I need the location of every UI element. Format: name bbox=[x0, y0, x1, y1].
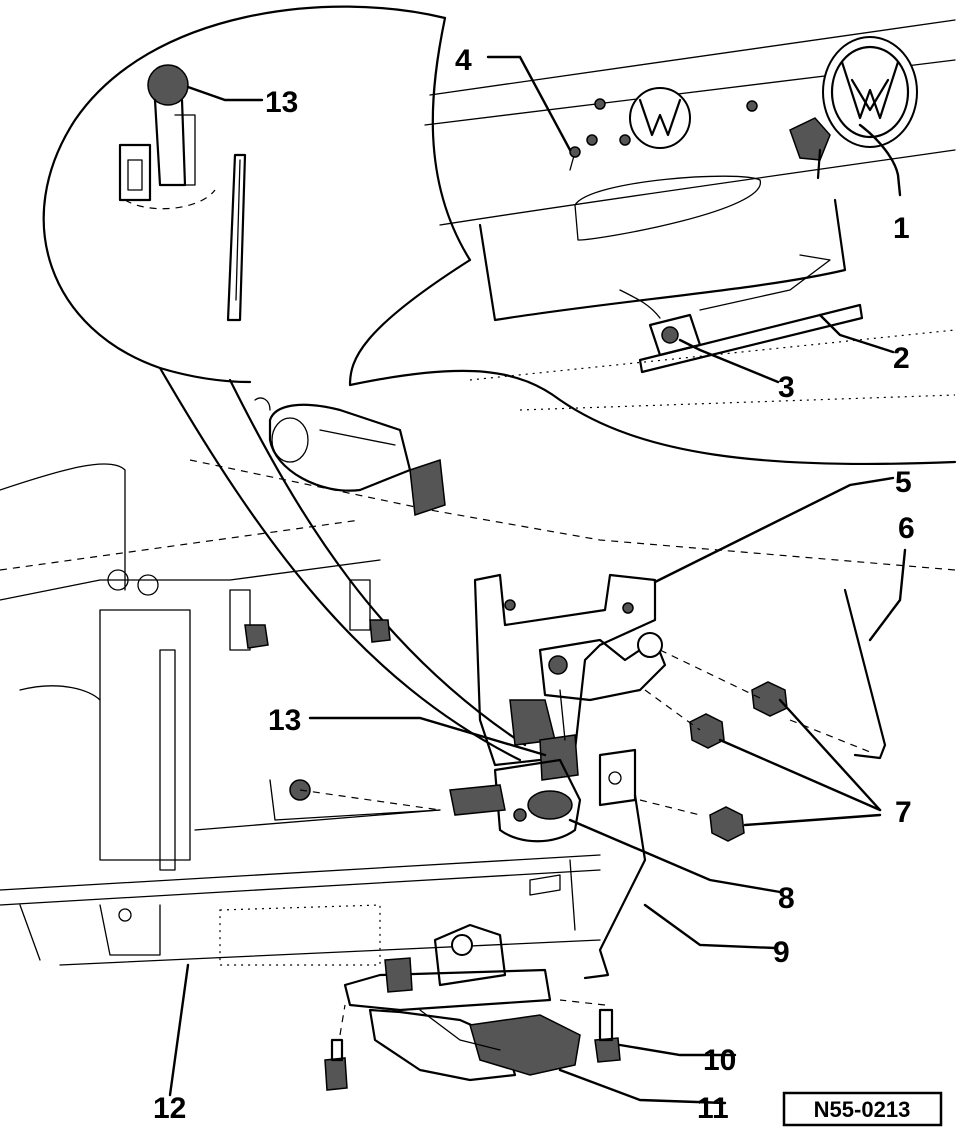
release-rod bbox=[843, 588, 887, 760]
operating-rod bbox=[583, 793, 647, 980]
callout-13-magnified: 13 bbox=[265, 86, 298, 119]
callout-12: 12 bbox=[153, 1092, 186, 1125]
callout-13: 13 bbox=[268, 704, 301, 737]
leader-lines bbox=[168, 55, 907, 1105]
callout-9: 9 bbox=[773, 936, 790, 969]
tailgate-detail-inset bbox=[348, 16, 957, 466]
magnified-detail-circle bbox=[42, 5, 447, 384]
callout-1: 1 bbox=[893, 212, 910, 245]
callout-2: 2 bbox=[893, 342, 910, 375]
nuts bbox=[644, 649, 788, 842]
magnify-line-a bbox=[228, 378, 527, 747]
callout-10: 10 bbox=[703, 1044, 736, 1077]
central-locking-actuator bbox=[449, 632, 667, 843]
callout-6: 6 bbox=[898, 512, 915, 545]
callout-11: 11 bbox=[697, 1092, 729, 1125]
callout-3: 3 bbox=[778, 371, 795, 404]
callout-4: 4 bbox=[455, 44, 472, 77]
body-rear-panel bbox=[0, 459, 956, 966]
wiper-motor bbox=[254, 397, 446, 517]
callout-7: 7 bbox=[895, 796, 912, 829]
tailgate-lock-latch bbox=[324, 923, 621, 1091]
figure-reference: N55-0213 bbox=[814, 1097, 911, 1122]
magnify-line-b bbox=[158, 366, 522, 762]
figure-reference-box: N55-0213 bbox=[782, 1091, 943, 1127]
callout-8: 8 bbox=[778, 882, 795, 915]
callout-5: 5 bbox=[895, 466, 912, 499]
callout-labels: 1 2 3 4 5 6 7 8 9 10 11 12 13 13 bbox=[153, 44, 915, 1125]
